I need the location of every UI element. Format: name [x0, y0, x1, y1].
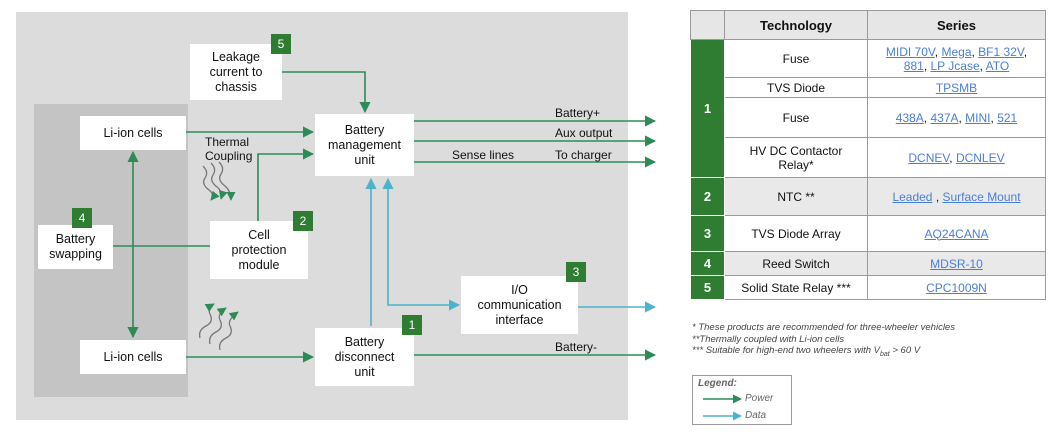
technology-text: HV DC Contactor Relay*: [749, 143, 843, 172]
series-link[interactable]: 437A: [930, 110, 959, 125]
series-link[interactable]: ATO: [985, 58, 1010, 73]
row-number-1: 1: [690, 39, 725, 178]
table-row: 4 Reed Switch MDSR-10: [690, 251, 1046, 276]
footnote-1: * These products are recommended for thr…: [692, 322, 955, 333]
series-link[interactable]: DCNEV: [908, 150, 950, 165]
series-link[interactable]: MINI: [965, 110, 991, 125]
series-cell: MDSR-10: [867, 251, 1046, 276]
legend-data-label: Data: [745, 410, 767, 421]
series-cell: DCNEV, DCNLEV: [867, 137, 1046, 178]
series-cell: Leaded , Surface Mount: [867, 177, 1046, 216]
sense-lines-label: Sense lines: [452, 148, 515, 162]
series-cell: TPSMB: [867, 77, 1046, 98]
footnote-3-text: *** Suitable for high-end two wheelers w…: [692, 345, 880, 356]
battery-disconnect-unit-box: Battery disconnect unit: [315, 328, 414, 386]
leakage-current-box: Leakage current to chassis: [190, 44, 282, 100]
series-link[interactable]: AQ24CANA: [924, 226, 989, 241]
series-link[interactable]: 521: [997, 110, 1018, 125]
footnote-2: **Thermally coupled with Li-ion cells: [692, 333, 845, 345]
block-diagram: Leakage current to chassis 5 Li-ion cell…: [16, 12, 657, 420]
series-link[interactable]: MDSR-10: [930, 256, 983, 271]
thermal-coupling-arrows-top: [202, 161, 236, 201]
legend-power-label: Power: [745, 393, 774, 404]
technology-cell: HV DC Contactor Relay*: [724, 137, 868, 178]
row-number-5: 5: [690, 275, 725, 300]
table-row: Fuse 438A, 437A, MINI, 521: [691, 97, 1046, 138]
series-link[interactable]: Surface Mount: [942, 189, 1021, 204]
battery-minus-label: Battery-: [555, 340, 598, 354]
series-link[interactable]: 438A: [895, 110, 924, 125]
series-link[interactable]: CPC1009N: [926, 280, 987, 295]
technology-cell: Fuse: [724, 97, 868, 138]
battery-management-unit-box: Battery management unit: [315, 114, 414, 176]
series-link[interactable]: Leaded: [892, 189, 933, 204]
series-link[interactable]: BF1 32V: [978, 44, 1024, 59]
badge-1: 1: [402, 315, 422, 335]
legend: Legend: Power Data: [692, 375, 792, 425]
header-number: [690, 10, 725, 40]
badge-4: 4: [72, 208, 92, 228]
series-cell: AQ24CANA: [867, 215, 1046, 252]
footnotes: * These products are recommended for thr…: [692, 322, 1042, 360]
thermal-coupling-label: Thermal Coupling: [205, 135, 253, 163]
legend-title: Legend:: [698, 378, 737, 389]
li-ion-cells-top-box: Li-ion cells: [80, 116, 186, 150]
technology-cell: Fuse: [724, 39, 868, 78]
technology-table: Technology Series 1 Fuse MIDI 70V, Mega,…: [690, 10, 1046, 300]
technology-cell: Solid State Relay ***: [724, 275, 868, 300]
line-data-to-io: [382, 177, 461, 311]
series-cell: 438A, 437A, MINI, 521: [867, 97, 1046, 138]
battery-plus-label: Battery+: [555, 106, 601, 120]
series-link[interactable]: MIDI 70V: [885, 44, 935, 59]
legend-lines: [703, 394, 742, 421]
series-cell: MIDI 70V, Mega, BF1 32V, 881, LP Jcase, …: [867, 39, 1046, 78]
header-series: Series: [867, 10, 1046, 40]
footnote-3-subscript: bat: [880, 350, 890, 358]
cell-protection-module-box: Cell protection module: [210, 221, 308, 279]
table-row: TVS Diode TPSMB: [691, 77, 1046, 98]
row-number-3: 3: [690, 215, 725, 252]
badge-3: 3: [566, 262, 586, 282]
table-header-row: Technology Series: [690, 10, 1046, 40]
table-row: 1 Fuse MIDI 70V, Mega, BF1 32V, 881, LP …: [690, 39, 1046, 178]
series-cell: CPC1009N: [867, 275, 1046, 300]
aux-output-label: Aux output: [555, 126, 613, 140]
to-charger-label: To charger: [555, 148, 612, 162]
table-row: 5 Solid State Relay *** CPC1009N: [690, 275, 1046, 300]
io-communication-interface-box: I/O communication interface: [461, 276, 578, 334]
thermal-coupling-arrows-bottom: [198, 303, 239, 351]
footnote-3: *** Suitable for high-end two wheelers w…: [692, 345, 1042, 360]
technology-cell: TVS Diode: [724, 77, 868, 98]
badge-5: 5: [271, 34, 291, 54]
series-link[interactable]: Mega: [941, 44, 972, 59]
row-number-2: 2: [690, 177, 725, 216]
line-leakage-to-bmu: [282, 71, 371, 114]
li-ion-cells-bottom-box: Li-ion cells: [80, 340, 186, 374]
table-row: 2 NTC ** Leaded , Surface Mount: [690, 177, 1046, 216]
table-row: 3 TVS Diode Array AQ24CANA: [690, 215, 1046, 252]
footnote-3-tail: > 60 V: [889, 345, 921, 356]
technology-cell: NTC **: [724, 177, 868, 216]
line-protection-to-bmu: [257, 148, 315, 221]
badge-2: 2: [293, 211, 313, 231]
technology-cell: TVS Diode Array: [724, 215, 868, 252]
row-number-4: 4: [690, 251, 725, 276]
battery-swapping-box: Battery swapping: [38, 225, 113, 269]
series-link[interactable]: TPSMB: [935, 80, 978, 95]
header-technology: Technology: [724, 10, 868, 40]
series-link[interactable]: 881: [903, 58, 924, 73]
series-link[interactable]: LP Jcase: [930, 58, 980, 73]
series-link[interactable]: DCNLEV: [955, 150, 1005, 165]
table-row: HV DC Contactor Relay* DCNEV, DCNLEV: [691, 137, 1046, 178]
technology-cell: Reed Switch: [724, 251, 868, 276]
